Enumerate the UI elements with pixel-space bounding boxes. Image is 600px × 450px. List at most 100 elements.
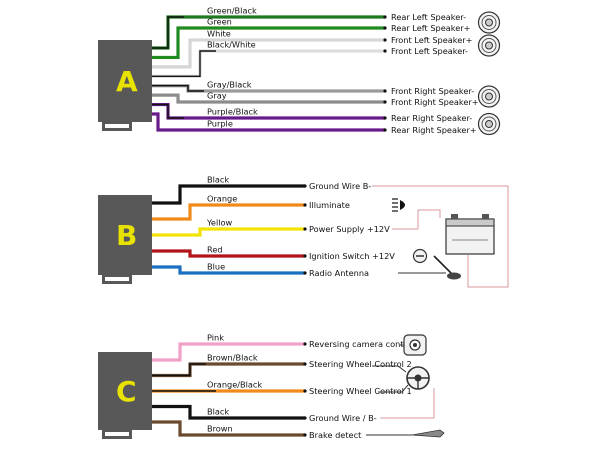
wire: Brown [152,420,307,437]
wire-line [152,265,305,275]
terminal-label: Ground Wire B- [309,181,371,191]
wire-color-label: Gray/Black [207,80,252,90]
connector-tab-slot [105,124,129,128]
terminal-label: Front Right Speaker- [391,86,474,96]
terminal-label: Steering Wheel Control 1 [309,386,412,396]
wire-terminal [303,362,307,366]
wire: Gray/Black [152,80,387,93]
connector-letter: B [116,219,137,252]
wire-line [152,203,305,221]
connector-tab-slot [105,432,129,436]
connector-body [98,40,152,122]
wire-terminal [303,184,307,188]
wire-line [152,404,305,420]
wire-color-label: Orange [207,194,237,204]
wire-stripe [152,363,206,377]
battery-icon [445,214,495,255]
wire: Black [152,404,307,420]
ignition-key-icon [412,248,428,264]
wire: Yellow [152,218,307,237]
wire: Black [152,175,307,205]
wire-line [152,227,305,237]
wire: Blue [152,262,307,275]
wire-line [152,84,385,93]
wire: Orange [152,194,307,221]
wire: Red [152,245,307,258]
terminal-label: Reversing camera control [309,339,414,349]
wire-terminal [303,416,307,420]
wire-terminal [303,342,307,346]
terminal-label: Ignition Switch +12V [309,251,395,261]
wire: Brown/Black [152,353,307,378]
wire: Pink [152,333,307,362]
handbrake-icon [366,429,445,438]
wire-stripe [152,103,184,119]
wire-terminal [303,203,307,207]
headlight-icon [392,198,405,212]
wire: Purple/Black [152,102,387,120]
terminal-label: Radio Antenna [309,268,369,278]
wire-terminal [303,254,307,258]
connector-body [98,352,152,430]
terminal-label: Rear Left Speaker+ [391,23,471,33]
speaker-icon [477,112,501,136]
wire-color-label: Yellow [206,218,233,228]
wire-terminal [383,100,387,104]
terminal-label: Power Supply +12V [309,224,390,234]
terminal-label: Front Right Speaker+ [391,97,479,107]
terminal-label: Rear Left Speaker- [391,12,466,22]
wire-color-label: White [207,29,231,39]
power-link-line [392,209,441,230]
connector-c: C [98,352,152,439]
terminal-label: Rear Right Speaker- [391,113,472,123]
terminal-label: Front Left Speaker+ [391,35,472,45]
wire-color-label: Brown/Black [207,353,258,363]
wire-stripe [152,16,184,49]
connector-letter: C [116,375,137,408]
wire-line [152,420,305,437]
wire-stripe [152,85,204,92]
wire-line [152,38,385,69]
connector-b-devices [372,185,509,288]
wire: Black/White [152,40,387,78]
terminal-label: Front Left Speaker- [391,46,468,56]
steering-wheel-icon [406,366,430,390]
wire-line [152,49,385,78]
wire-line [152,112,385,132]
wire-line [152,26,385,60]
terminal-label: Brake detect [309,430,362,440]
connector-c-devices [366,334,445,438]
wire-terminal [303,389,307,393]
wire-color-label: Black [207,175,229,185]
wire-terminal [383,89,387,93]
wire-terminal [383,128,387,132]
wire-color-label: Green [207,17,232,27]
antenna-icon [398,255,461,280]
wire-color-label: Purple/Black [207,107,258,117]
wire-line [152,93,385,104]
wire-line [152,342,305,362]
wire-terminal [303,227,307,231]
wire-color-label: Black/White [207,40,256,50]
speaker-icon [477,85,501,108]
connector-letter: A [116,65,138,98]
wire: White [152,29,387,69]
connector-body [98,195,152,275]
wire-terminal [383,15,387,19]
wire-stripe [152,50,216,77]
connector-tab-slot [105,277,129,281]
wire: Purple [152,112,387,132]
wire-line [152,102,385,120]
wire-terminal [383,49,387,53]
terminal-label: Illuminate [309,200,350,210]
wire-color-label: Blue [207,262,225,272]
wire-color-label: Orange/Black [207,380,262,390]
speaker-icon [477,11,501,34]
ground-loop-line [380,388,435,419]
wire-terminal [383,26,387,30]
wire-line [152,184,305,205]
wire: Gray [152,91,387,104]
ground-loop-line [372,185,509,288]
wire-color-label: Gray [207,91,227,101]
